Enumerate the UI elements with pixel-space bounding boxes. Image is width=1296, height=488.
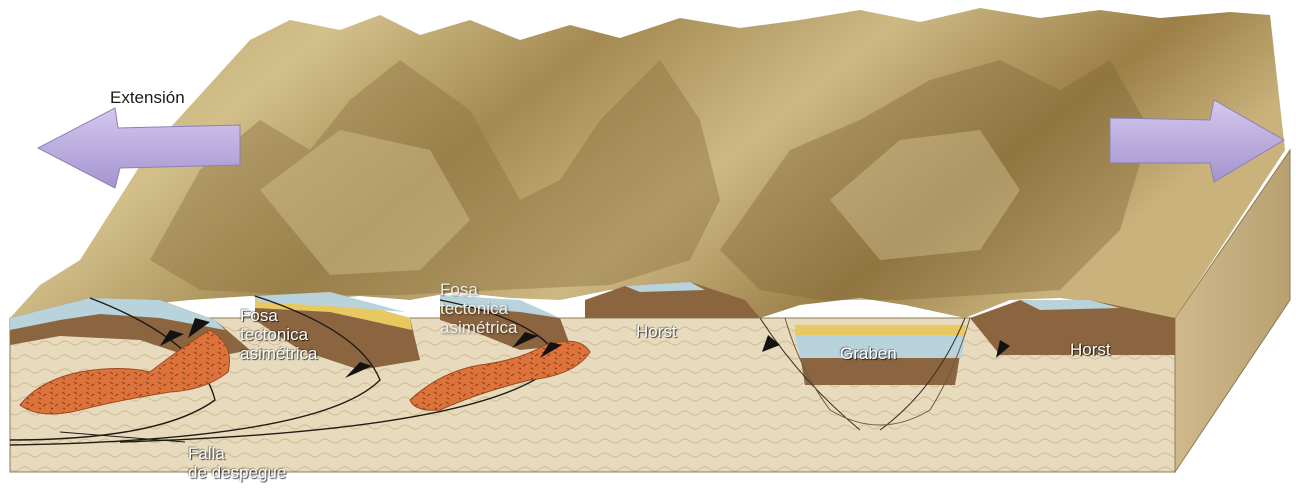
- label-line: Falla: [188, 444, 286, 463]
- label-line: tectonica: [440, 299, 517, 318]
- horst-left-label: Horst: [636, 322, 677, 341]
- label-line: Fosa: [240, 306, 317, 325]
- graben-label: Graben: [840, 344, 897, 363]
- label-line: de despegue: [188, 463, 286, 482]
- label-line: asimétrica: [440, 318, 517, 337]
- label-line: Fosa: [440, 280, 517, 299]
- extension-label: Extensión: [110, 88, 185, 107]
- label-line: tectonica: [240, 325, 317, 344]
- stratum-yellow: [795, 325, 965, 335]
- horst-right-label: Horst: [1070, 340, 1111, 359]
- falla-label: Falla de despegue: [188, 444, 286, 482]
- fosa-left-label: Fosa tectonica asimétrica: [240, 306, 317, 363]
- label-line: asimétrica: [240, 344, 317, 363]
- fosa-middle-label: Fosa tectonica asimétrica: [440, 280, 517, 337]
